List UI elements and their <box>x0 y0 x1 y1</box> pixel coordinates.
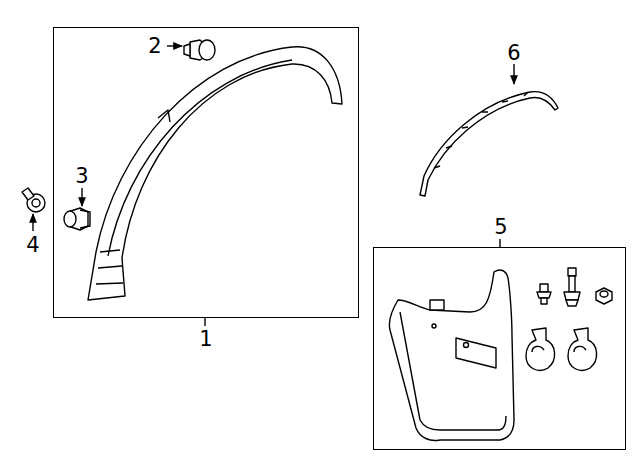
part-group-box: 1 <box>53 27 359 318</box>
callout-number: 6 <box>507 43 520 64</box>
part-group-box: 5 <box>373 247 626 450</box>
callout-number: 2 <box>148 36 161 57</box>
callout-number: 5 <box>494 217 507 238</box>
callout-number: 4 <box>26 235 39 256</box>
callout-number: 1 <box>199 329 212 350</box>
callout-number: 3 <box>75 166 88 187</box>
